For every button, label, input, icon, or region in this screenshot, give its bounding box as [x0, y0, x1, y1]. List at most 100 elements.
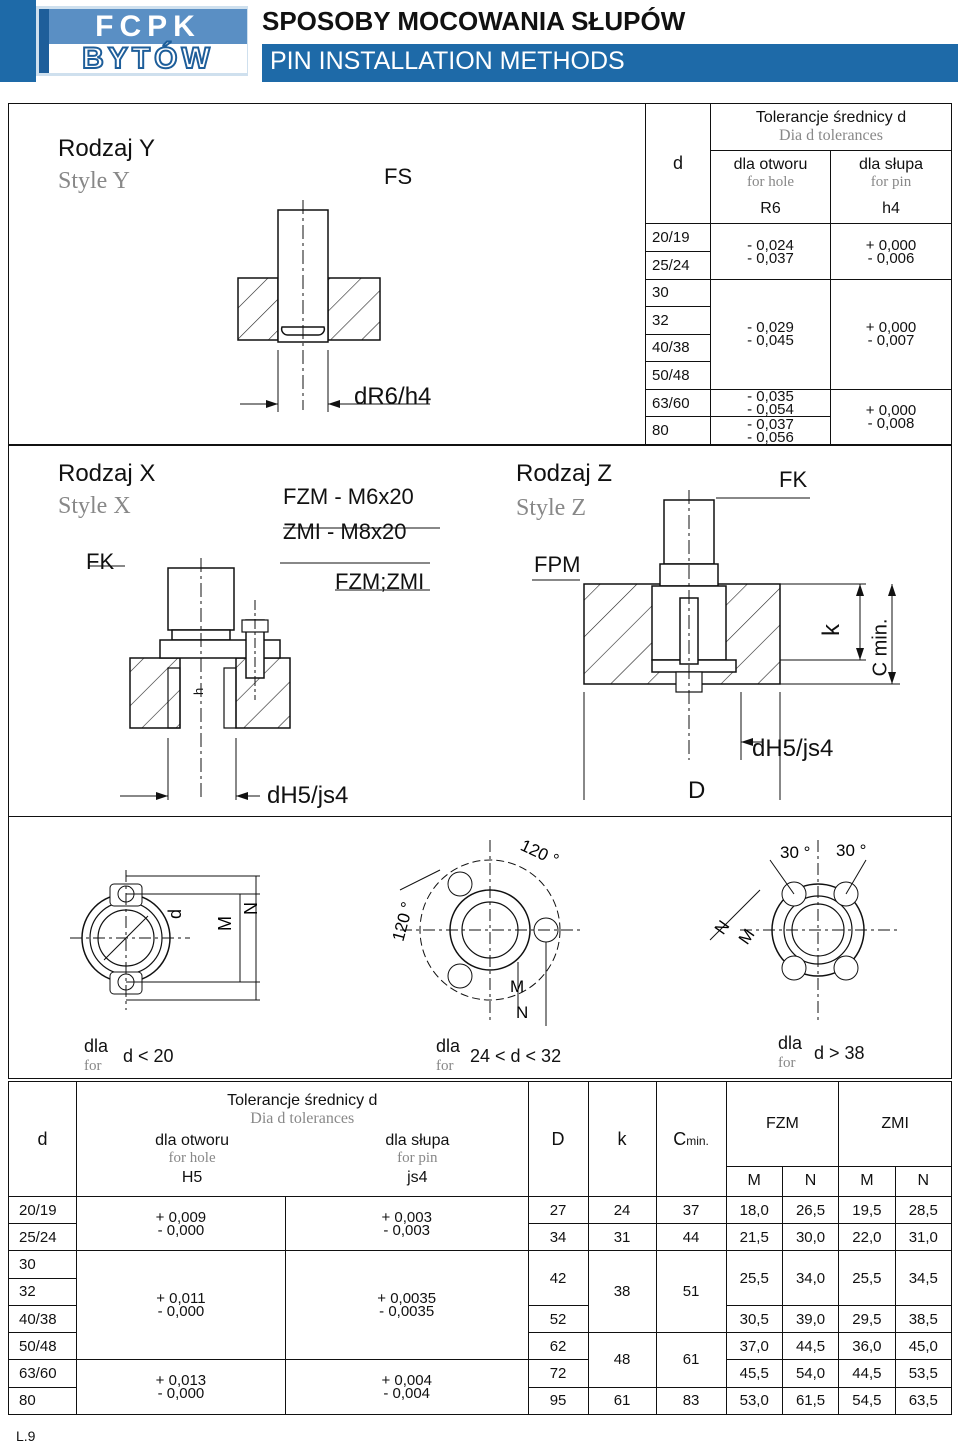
- t2-fzm-m-val: 45,5: [725, 1359, 783, 1388]
- t2-fzm-n-val: 30,0: [781, 1223, 840, 1252]
- style-y-frame: [8, 103, 952, 445]
- t2-pin-tol: + 0,003- 0,003: [284, 1196, 529, 1252]
- t1-hole-tol: - 0,024- 0,037: [710, 223, 831, 280]
- svg-text:N: N: [241, 902, 261, 915]
- t1-pin-fit: h4: [830, 195, 952, 225]
- svg-text:h: h: [191, 688, 206, 695]
- t2-zmi-n-val: 34,5: [894, 1250, 953, 1306]
- t2-zmi-header: ZMI: [838, 1081, 952, 1167]
- t1-hole-fit: R6: [710, 195, 831, 225]
- t1-pin-header: dla słupa for pin: [830, 149, 952, 196]
- logo-line-1: FCPK: [49, 9, 247, 44]
- t2-fzm-m-val: 53,0: [725, 1386, 783, 1416]
- t2-zmi-m-val: 25,5: [838, 1250, 896, 1306]
- svg-text:M: M: [510, 977, 524, 996]
- t1-d-row: 80: [645, 416, 711, 445]
- header-accent-bar: [0, 0, 36, 82]
- flange-24-32: 120 ° 120 ° M N: [389, 836, 580, 1026]
- fk-label-x: FK: [86, 549, 115, 574]
- t2-fzm-m-val: 37,0: [725, 1332, 783, 1361]
- style-x-fit: dH5/js4: [267, 782, 349, 809]
- t1-d-row: 32: [645, 306, 711, 335]
- t2-d-row: 40/38: [8, 1304, 77, 1334]
- t1-d-row: 30: [645, 278, 711, 308]
- svg-text:120 °: 120 °: [389, 900, 418, 943]
- flange3-dla: dla: [778, 1033, 803, 1053]
- style-z-d-label: D: [688, 777, 706, 804]
- t1-d-row: 50/48: [645, 361, 711, 390]
- t2-d-row: 20/19: [8, 1196, 77, 1225]
- t1-hole-tol: - 0,035- 0,054: [710, 388, 831, 418]
- style-x-drawing: h: [88, 527, 440, 800]
- svg-text:M: M: [735, 925, 759, 948]
- style-xz-frame: [8, 445, 952, 817]
- t1-d-row: 25/24: [645, 251, 711, 280]
- t2-c: 44: [655, 1223, 727, 1252]
- t2-zmi-n-val: 53,5: [894, 1359, 953, 1388]
- t2-zmi-m-val: 54,5: [838, 1386, 896, 1416]
- t2-zmi-m-val: 44,5: [838, 1359, 896, 1388]
- style-y-fit: dR6/h4: [354, 383, 432, 410]
- t2-d-header: d: [8, 1080, 77, 1198]
- t2-D: 72: [527, 1359, 589, 1388]
- t2-fzm-n: N: [781, 1165, 840, 1198]
- t2-zmi-m-val: 22,0: [838, 1223, 896, 1252]
- t2-fzm-m-val: 30,5: [725, 1304, 783, 1334]
- t2-D: 34: [527, 1223, 589, 1252]
- t2-k: 38: [587, 1250, 657, 1334]
- t2-fzm-n-val: 34,0: [781, 1250, 840, 1306]
- t2-fzm-header: FZM: [725, 1081, 840, 1167]
- style-y-label-en: Style Y: [58, 168, 130, 194]
- t2-zmi-n-val: 45,0: [894, 1332, 953, 1361]
- zmi-label: ZMI - M8x20: [283, 519, 407, 544]
- t2-hole-tol: + 0,011- 0,000: [76, 1250, 286, 1361]
- t2-c: 83: [655, 1386, 727, 1416]
- style-z-label-pl: Rodzaj Z: [516, 460, 613, 487]
- style-x-label-pl: Rodzaj X: [58, 460, 156, 487]
- t2-k: 31: [587, 1223, 657, 1252]
- style-y-label-pl: Rodzaj Y: [58, 135, 155, 162]
- flange-d-lt-20: d M N: [70, 870, 261, 1010]
- t2-zmi-n: N: [894, 1165, 953, 1198]
- svg-text:30 °: 30 °: [780, 843, 810, 862]
- t2-k-header: k: [587, 1080, 657, 1198]
- flange1-for: for: [84, 1058, 102, 1074]
- svg-text:30 °: 30 °: [836, 841, 866, 860]
- page-number: L.9: [16, 1428, 36, 1444]
- flange2-dla: dla: [436, 1036, 461, 1056]
- style-y-drawing: [237, 200, 430, 412]
- t2-pin-tol: + 0,0035- 0,0035: [284, 1250, 529, 1361]
- t2-pin-tol: + 0,004- 0,004: [284, 1359, 529, 1415]
- flange2-for: for: [436, 1058, 454, 1074]
- t2-tol-header: Tolerancje średnicy d Dia d tolerances d…: [76, 1080, 529, 1198]
- t2-zmi-n-val: 38,5: [894, 1304, 953, 1334]
- t1-pin-tol: + 0,000- 0,007: [830, 278, 952, 390]
- t2-D: 52: [527, 1304, 589, 1334]
- t2-c: 37: [655, 1196, 727, 1225]
- t1-hole-tol: - 0,037- 0,056: [710, 416, 831, 445]
- t2-zmi-m-val: 36,0: [838, 1332, 896, 1361]
- t1-tol-header: Tolerancje średnicy d Dia d tolerances: [710, 103, 952, 151]
- flanges-frame: [8, 817, 952, 1079]
- subtitle-bar: [262, 44, 958, 82]
- t2-D: 42: [527, 1250, 589, 1306]
- flange3-condition: d > 38: [814, 1043, 865, 1063]
- t1-d-row: 63/60: [645, 388, 711, 418]
- tolerance-table-1: d Tolerancje średnicy d Dia d tolerances…: [645, 102, 952, 446]
- style-x-label-en: Style X: [58, 493, 131, 519]
- t2-d-row: 63/60: [8, 1359, 77, 1388]
- t2-D: 27: [527, 1196, 589, 1225]
- logo-line-2: BYTÓW: [49, 43, 247, 75]
- page-title: SPOSOBY MOCOWANIA SŁUPÓW: [262, 6, 686, 36]
- t2-fzm-n-val: 44,5: [781, 1332, 840, 1361]
- svg-text:120 °: 120 °: [518, 836, 562, 870]
- svg-text:d: d: [165, 909, 185, 919]
- t2-D: 95: [527, 1386, 589, 1416]
- flange-d-gt-38: 30 ° 30 ° N M: [709, 840, 900, 1020]
- fk-label-z: FK: [779, 467, 808, 492]
- t2-c: 61: [655, 1332, 727, 1388]
- t2-fzm-m-val: 21,5: [725, 1223, 783, 1252]
- flange2-condition: 24 < d < 32: [470, 1046, 562, 1066]
- company-logo: FCPK BYTÓW: [36, 6, 248, 76]
- t2-fzm-n-val: 54,0: [781, 1359, 840, 1388]
